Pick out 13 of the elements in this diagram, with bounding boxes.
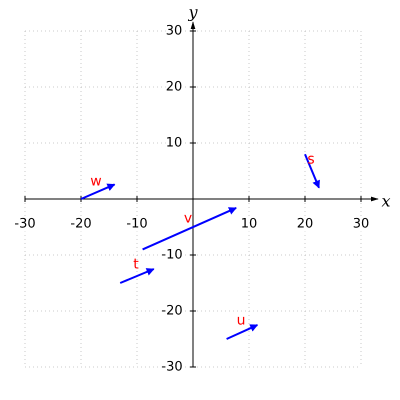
vector-label: t <box>133 258 139 272</box>
tick-label: -30 <box>14 216 36 232</box>
vector-label: u <box>236 314 246 328</box>
vector-label: w <box>90 174 102 190</box>
axis-label: y <box>188 4 198 20</box>
tick-label: -20 <box>70 216 92 232</box>
tick-label: 20 <box>296 216 314 232</box>
vector-label: s <box>307 152 315 168</box>
vector-label: v <box>184 212 192 226</box>
tick-label: -10 <box>126 216 148 232</box>
tick-label: 30 <box>352 216 370 232</box>
tick-label: 10 <box>240 216 258 232</box>
axis-label: x <box>381 194 391 208</box>
